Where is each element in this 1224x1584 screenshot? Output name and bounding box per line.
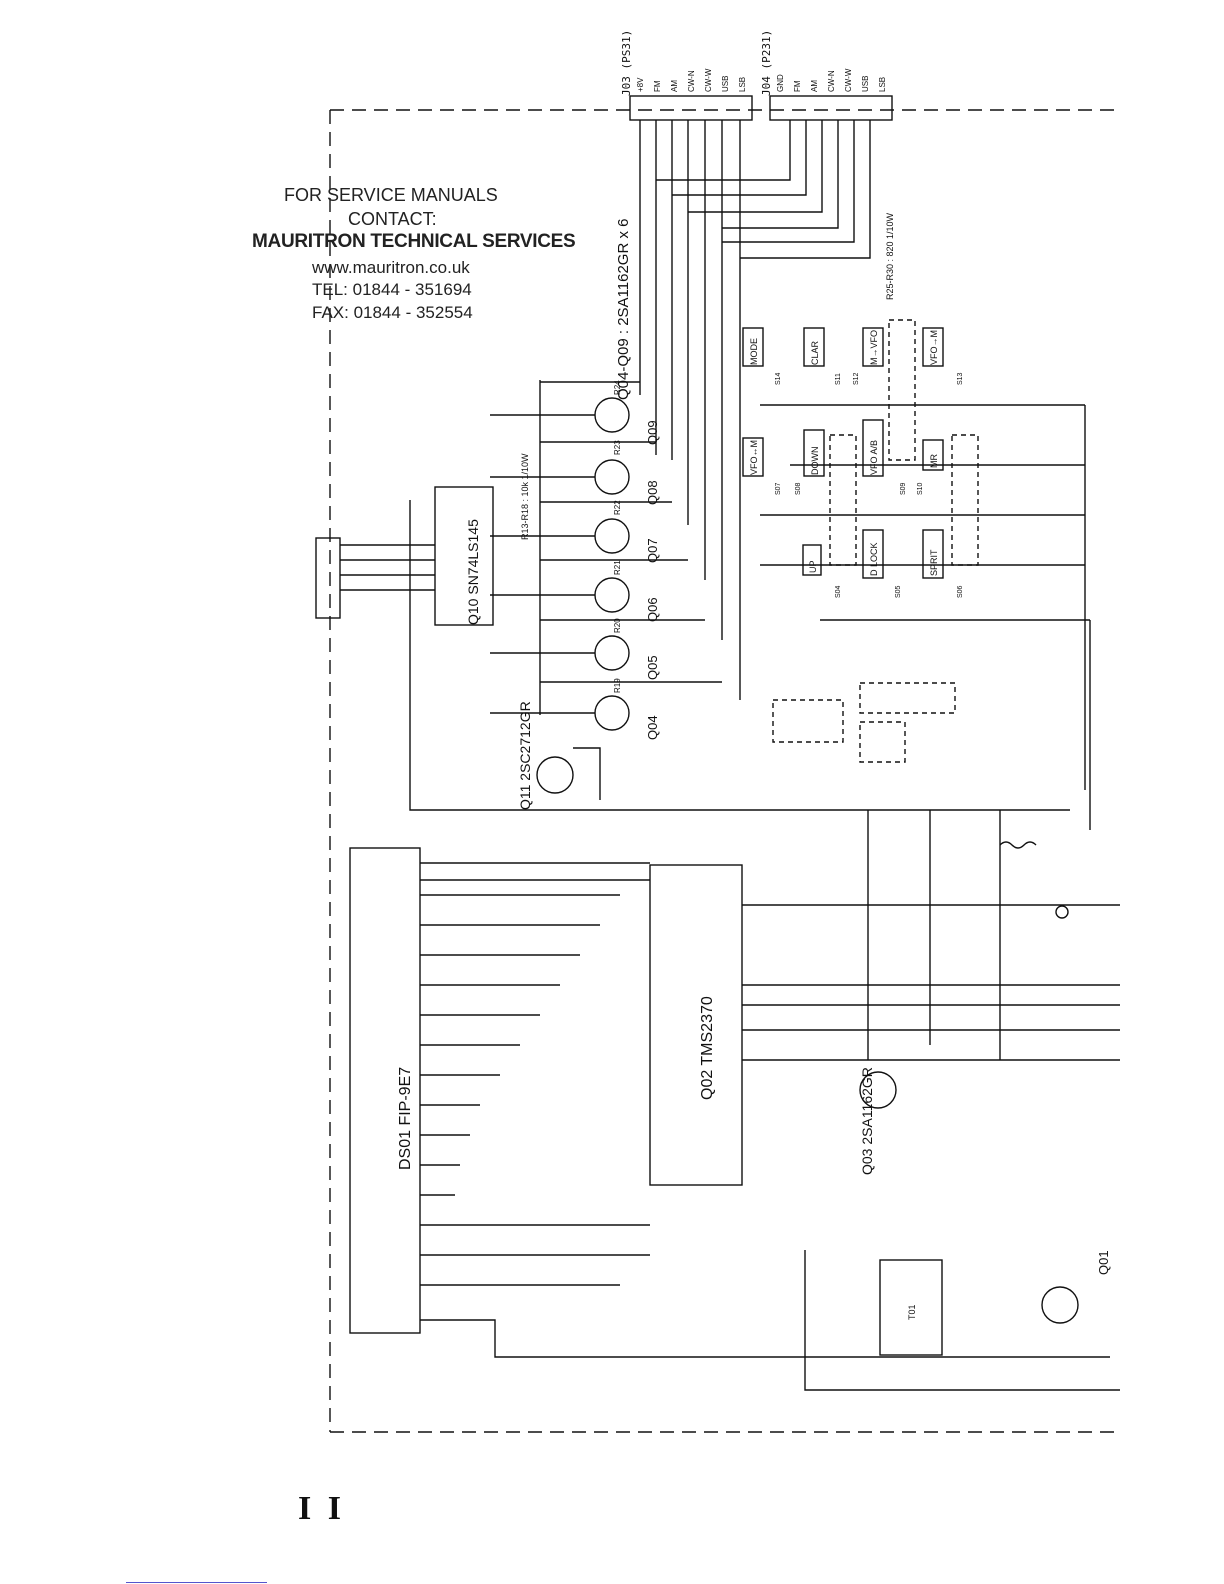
contact-tel: TEL: 01844 - 351694 <box>312 280 472 299</box>
q06-label: Q06 <box>645 597 660 622</box>
r19-label: R19 <box>613 678 622 693</box>
j03-pin-labels: +8V FM AM CW-N CW-W USB LSB <box>636 68 747 92</box>
q03-label: Q03 2SA1162GR <box>859 1067 875 1175</box>
svg-text:S04: S04 <box>835 585 842 598</box>
j04-pin-labels: GND FM AM CW-N CW-W USB LSB <box>776 68 887 92</box>
transistor-bank <box>490 380 722 731</box>
j04-label: J04 (P231) <box>760 30 773 96</box>
ds01-display <box>349 847 421 1334</box>
q03-transistor <box>859 1071 897 1109</box>
svg-text:S14: S14 <box>775 372 782 385</box>
switch-refs: S14 S11 S12 S13 S07 S08 S09 S10 S04 S05 … <box>775 372 964 598</box>
q08-label: Q08 <box>645 480 660 505</box>
resistor-note-q: R13-R18 : 10k 1/10W <box>520 453 530 540</box>
contact-line-1: FOR SERVICE MANUALS <box>284 185 498 205</box>
resistor-note-top: R25-R30 : 820 1/10W <box>885 212 895 300</box>
r20-label: R20 <box>613 618 622 633</box>
t01-label: T01 <box>907 1304 917 1320</box>
switch-sprit: SPRIT <box>929 549 939 576</box>
contact-company: MAURITRON TECHNICAL SERVICES <box>252 231 576 252</box>
svg-text:S13: S13 <box>957 372 964 385</box>
page-mark: I I <box>298 1490 345 1527</box>
contact-web: www.mauritron.co.uk <box>312 258 470 277</box>
j04-pin-2: FM <box>793 80 802 92</box>
r23-label: R23 <box>613 440 622 455</box>
j04-pin-7: LSB <box>878 77 887 92</box>
j04-connector <box>769 95 893 121</box>
q07-label: Q07 <box>645 538 660 563</box>
switch-clar: CLAR <box>810 340 820 365</box>
switch-mr: MR <box>929 454 939 468</box>
transistor-labels: Q09 Q08 Q07 Q06 Q05 Q04 <box>645 420 660 740</box>
contact-fax: FAX: 01844 - 352554 <box>312 303 473 322</box>
q01-transistor <box>1041 1286 1079 1324</box>
j03-pin-5: CW-W <box>704 68 713 92</box>
j04-pin-1: GND <box>776 74 785 92</box>
contact-line-2: CONTACT: <box>348 209 437 229</box>
q02-ic <box>649 864 743 1186</box>
j03-pin-1: +8V <box>636 77 645 92</box>
j03-pin-6: USB <box>721 76 730 92</box>
q10-ic <box>434 486 494 626</box>
r24-label: R24 <box>613 380 622 395</box>
j04-pin-4: CW-N <box>827 70 836 92</box>
switch-labels: MODE CLAR M→VFO VFO→M VFO↔M DOWN VFO A/B… <box>749 330 939 576</box>
q02-label: Q02 TMS2370 <box>699 996 716 1100</box>
svg-text:S12: S12 <box>853 372 860 385</box>
transistor-note: Q04-Q09 : 2SA1162GR x 6 <box>615 219 632 401</box>
svg-text:S05: S05 <box>895 585 902 598</box>
j03-pin-2: FM <box>653 80 662 92</box>
switch-vfo-swap: VFO↔M <box>749 440 759 475</box>
switch-mode: MODE <box>749 338 759 365</box>
ds01-label: DS01 FIP-9E7 <box>397 1067 414 1170</box>
footer-line <box>126 1582 267 1583</box>
q10-label: Q10 SN74LS145 <box>465 519 481 625</box>
switch-m-vfo: M→VFO <box>869 330 879 365</box>
j03-pin-3: AM <box>670 80 679 92</box>
j02-connector <box>315 537 341 619</box>
r21-label: R21 <box>613 560 622 575</box>
j03-connector <box>629 95 753 121</box>
j04-pin-6: USB <box>861 76 870 92</box>
svg-text:S10: S10 <box>917 482 924 495</box>
q11-transistor <box>536 756 574 794</box>
switch-vfo-m: VFO→M <box>929 330 939 365</box>
base-resistor-labels: R24 R23 R22 R21 R20 R19 <box>613 380 622 693</box>
r22-label: R22 <box>613 500 622 515</box>
j03-pin-4: CW-N <box>687 70 696 92</box>
switch-d-lock: D LOCK <box>869 542 879 576</box>
switch-vfo-ab: VFO A/B <box>869 440 879 475</box>
switch-down: DOWN <box>810 447 820 476</box>
svg-text:S11: S11 <box>835 373 842 385</box>
svg-text:S06: S06 <box>957 585 964 598</box>
j04-pin-3: AM <box>810 80 819 92</box>
svg-text:S08: S08 <box>795 482 802 495</box>
svg-text:S09: S09 <box>900 482 907 495</box>
q11-label: Q11 2SC2712GR <box>517 701 533 810</box>
t01-ic <box>879 1259 943 1356</box>
q01-label: Q01 <box>1096 1250 1111 1275</box>
q04-label: Q04 <box>645 715 660 740</box>
q05-label: Q05 <box>645 655 660 680</box>
j03-label: J03 (PS31) <box>620 30 633 96</box>
q09-label: Q09 <box>645 420 660 445</box>
svg-text:S07: S07 <box>775 482 782 495</box>
switch-up: UP <box>808 560 818 573</box>
j04-pin-5: CW-W <box>844 68 853 92</box>
j03-pin-7: LSB <box>738 77 747 92</box>
